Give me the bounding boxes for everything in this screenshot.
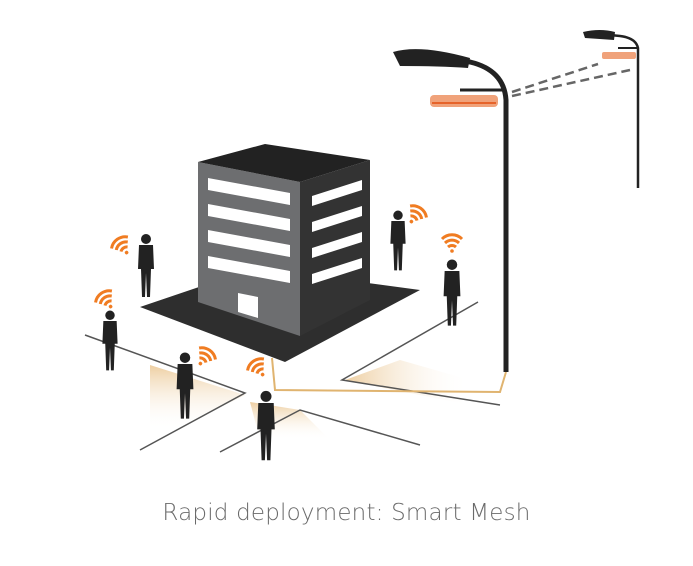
wifi-signal-icon [94,289,113,309]
person-icon [102,310,118,371]
person-icon [138,234,154,297]
building-icon [140,144,420,362]
street-glow [150,360,470,440]
wifi-signal-icon [440,233,464,253]
street-lamp-icon-far [583,30,640,188]
person-icon [176,352,194,419]
wifi-signal-icon [246,357,265,377]
mesh-link [511,62,631,98]
person-icon [390,210,406,271]
wifi-signal-icon [198,346,217,366]
person-icon [257,390,275,461]
wifi-signal-icon [409,204,428,224]
roads [84,301,501,453]
mesh-cable [271,357,507,394]
street-lamp-icon [393,49,509,372]
wifi-signal-icon [110,235,129,255]
caption: Rapid deployment: Smart Mesh [162,500,531,526]
person-icon [443,259,461,326]
